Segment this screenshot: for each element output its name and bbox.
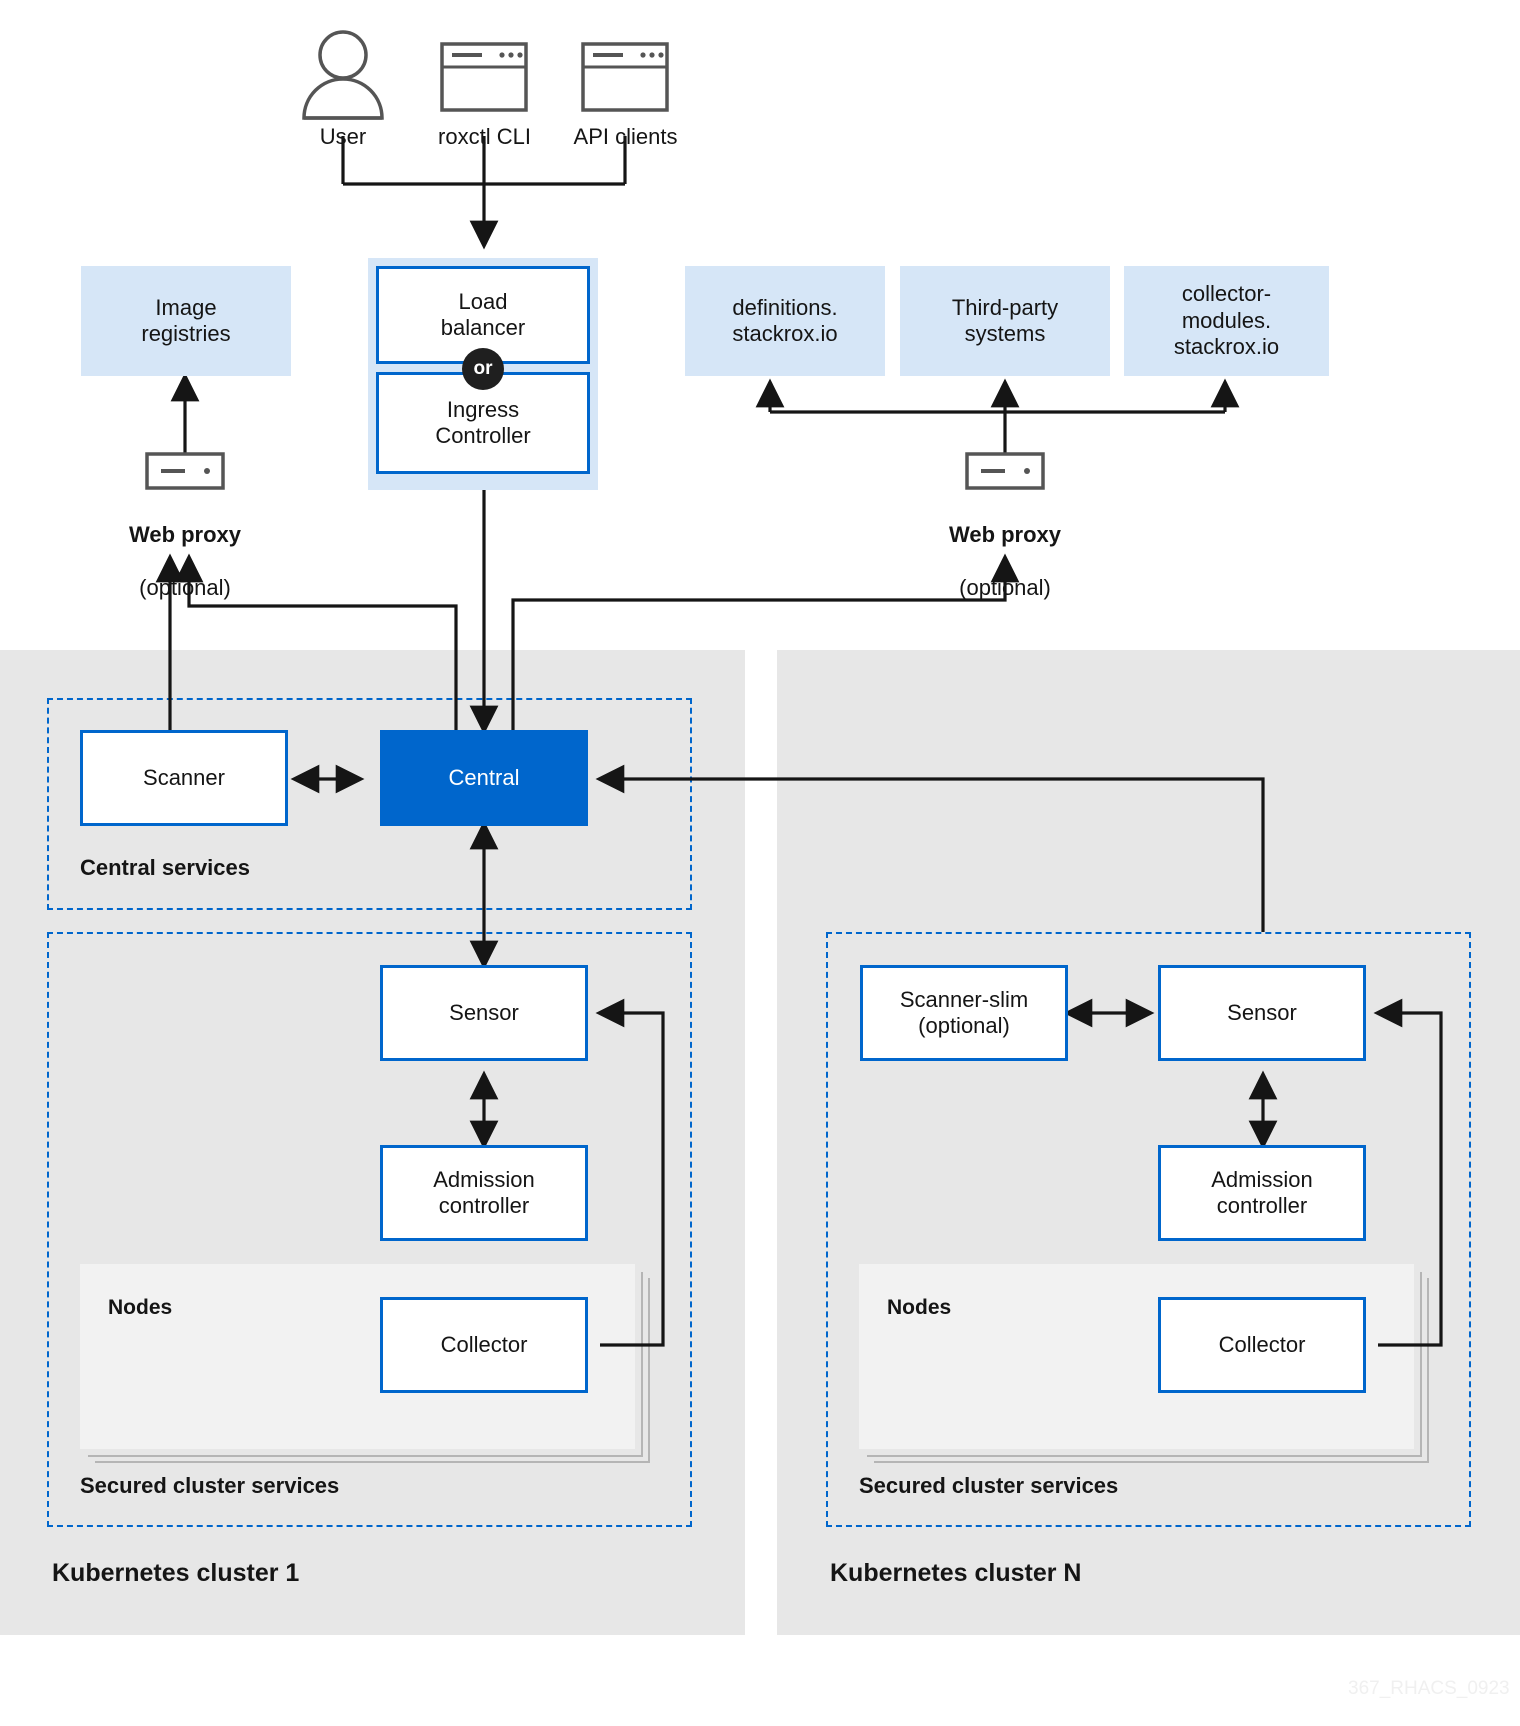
cluster-n-admission-controller-box[interactable]: Admission controller xyxy=(1158,1145,1366,1241)
image-registries-label: Image registries xyxy=(141,294,231,346)
cluster-1-nodes-label: Nodes xyxy=(108,1296,173,1319)
scanner-box[interactable]: Scanner xyxy=(80,730,288,826)
cluster-1-collector-label: Collector xyxy=(440,1331,528,1357)
cluster-1-collector-box[interactable]: Collector xyxy=(380,1297,588,1393)
or-badge: or xyxy=(462,348,504,390)
cluster-1-nodes-stack-shadow-2 xyxy=(95,1278,650,1463)
left-web-proxy-name: Web proxy xyxy=(128,521,242,547)
definitions-stackrox-label: definitions. stackrox.io xyxy=(732,294,838,346)
api-clients-label: API clients xyxy=(573,124,678,149)
right-web-proxy-label: Web proxy (optional) xyxy=(910,495,1100,629)
cluster-1-sensor-label: Sensor xyxy=(449,999,519,1025)
or-badge-label: or xyxy=(473,358,493,379)
watermark-label: 367_RHACS_0923 xyxy=(1348,1678,1510,1699)
image-registries-box[interactable]: Image registries xyxy=(81,266,291,376)
cluster-n-sensor-box[interactable]: Sensor xyxy=(1158,965,1366,1061)
cluster-n-scanner-slim-label: Scanner-slim (optional) xyxy=(899,986,1029,1038)
third-party-systems-label: Third-party systems xyxy=(951,294,1059,346)
roxctl-cli-terminal-window-icon xyxy=(440,42,528,112)
ingress-controller-label: Ingress Controller xyxy=(435,396,531,448)
central-box[interactable]: Central xyxy=(380,730,588,826)
central-label: Central xyxy=(448,764,520,790)
cluster-1-name-label: Kubernetes cluster 1 xyxy=(52,1559,300,1587)
cluster-1-secured-services-dashed-zone xyxy=(47,932,692,1527)
collector-modules-stackrox-box[interactable]: collector- modules. stackrox.io xyxy=(1124,266,1329,376)
scanner-label: Scanner xyxy=(143,764,225,790)
cluster-n-nodes-stack-shadow-2 xyxy=(874,1278,1429,1463)
third-party-systems-box[interactable]: Third-party systems xyxy=(900,266,1110,376)
cluster-n-nodes-label: Nodes xyxy=(887,1296,952,1319)
user-icon xyxy=(300,28,386,120)
api-clients-terminal-window-icon xyxy=(581,42,669,112)
definitions-stackrox-box[interactable]: definitions. stackrox.io xyxy=(685,266,885,376)
cluster-1-sensor-box[interactable]: Sensor xyxy=(380,965,588,1061)
cluster-n-secured-services-zone-label: Secured cluster services xyxy=(859,1473,1119,1498)
cluster-1-nodes-stack-shadow-1 xyxy=(88,1272,643,1457)
user-label: User xyxy=(319,124,367,149)
left-web-proxy-icon xyxy=(145,452,225,490)
cluster-n-sensor-label: Sensor xyxy=(1227,999,1297,1025)
cluster-n-admission-controller-label: Admission controller xyxy=(1211,1166,1313,1218)
right-web-proxy-note: (optional) xyxy=(959,575,1051,601)
cluster-n-secured-services-dashed-zone xyxy=(826,932,1471,1527)
cluster-1-admission-controller-label: Admission controller xyxy=(433,1166,535,1218)
cluster-n-scanner-slim-box[interactable]: Scanner-slim (optional) xyxy=(860,965,1068,1061)
cluster-n-name-label: Kubernetes cluster N xyxy=(830,1559,1082,1587)
right-web-proxy-name: Web proxy xyxy=(948,521,1062,547)
cluster-n-nodes-stack-shadow-1 xyxy=(867,1272,1422,1457)
cluster-1-admission-controller-box[interactable]: Admission controller xyxy=(380,1145,588,1241)
collector-modules-stackrox-label: collector- modules. stackrox.io xyxy=(1173,281,1280,360)
ingress-group: Load balancer Ingress Controller xyxy=(368,258,598,490)
right-web-proxy-icon xyxy=(965,452,1045,490)
cluster-n-collector-box[interactable]: Collector xyxy=(1158,1297,1366,1393)
roxctl-cli-label: roxctl CLI xyxy=(438,124,531,149)
load-balancer-box[interactable]: Load balancer xyxy=(376,266,590,364)
left-web-proxy-label: Web proxy (optional) xyxy=(90,495,280,629)
central-services-zone-label: Central services xyxy=(80,855,250,880)
load-balancer-label: Load balancer xyxy=(440,288,526,340)
cluster-1-secured-services-zone-label: Secured cluster services xyxy=(80,1473,340,1498)
cluster-n-collector-label: Collector xyxy=(1218,1331,1306,1357)
left-web-proxy-note: (optional) xyxy=(139,575,231,601)
